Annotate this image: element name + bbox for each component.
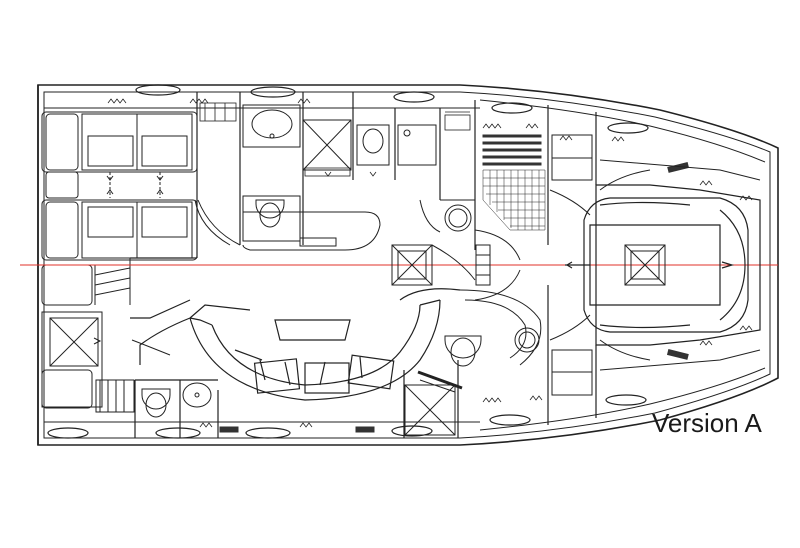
version-label: Version A xyxy=(652,408,762,438)
head-bottom xyxy=(141,382,212,418)
aft-stairs xyxy=(94,258,131,305)
forward-lockers xyxy=(551,134,761,396)
hull-inner-line xyxy=(43,91,771,439)
galley-top xyxy=(194,199,475,251)
door-arcs xyxy=(131,189,591,356)
head-top xyxy=(242,104,437,242)
saloon-settee xyxy=(130,288,461,401)
companionway xyxy=(475,244,491,286)
hull-outline xyxy=(37,84,779,446)
forward-cabin xyxy=(565,184,761,346)
vent-grilles xyxy=(219,134,690,433)
helm-station xyxy=(417,289,542,393)
plan-linework xyxy=(20,84,779,446)
aft-lower-cabin xyxy=(41,264,135,413)
cockpit-grate xyxy=(482,169,546,231)
vent-markings xyxy=(107,98,753,428)
misc-details xyxy=(199,102,471,177)
aft-cabin-beds xyxy=(41,111,198,261)
deck-hatches xyxy=(391,244,666,436)
porthole-windows xyxy=(47,84,649,439)
